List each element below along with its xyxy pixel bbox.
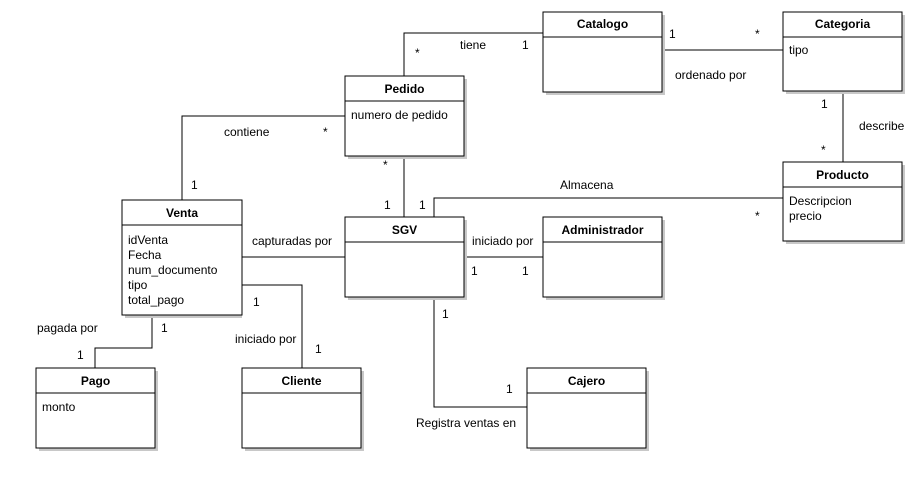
multiplicity: 1 — [315, 342, 322, 356]
class-name: SGV — [392, 223, 417, 237]
class-name: Cliente — [281, 374, 321, 388]
multiplicity: 1 — [253, 295, 260, 309]
class-producto[interactable]: Producto Descripcion precio — [782, 161, 905, 244]
attribute: tipo — [128, 278, 148, 292]
multiplicity: * — [755, 27, 760, 41]
assoc-label-iniciado-por: iniciado por — [235, 332, 296, 346]
assoc-label-pagada-por: pagada por — [37, 321, 98, 335]
class-name: Categoria — [815, 17, 871, 31]
multiplicity: * — [821, 143, 826, 157]
attribute: tipo — [789, 43, 809, 57]
assoc-label-iniciado-por: iniciado por — [472, 234, 533, 248]
multiplicity: 1 — [77, 348, 84, 362]
attribute: monto — [42, 400, 76, 414]
edge-venta-cliente — [242, 284, 303, 368]
edge-venta-pago — [94, 315, 153, 368]
assoc-label-almacena: Almacena — [560, 178, 614, 192]
assoc-label-ordenado-por: ordenado por — [675, 68, 746, 82]
class-sgv[interactable]: SGV — [344, 216, 467, 300]
edge-pedido-catalogo — [403, 32, 543, 76]
attribute: total_pago — [128, 293, 184, 307]
attribute: precio — [789, 209, 822, 223]
edge-pedido-venta — [181, 115, 345, 200]
assoc-label-capturadas-por: capturadas por — [252, 234, 332, 248]
class-pedido[interactable]: Pedido numero de pedido — [344, 75, 467, 159]
assoc-label-tiene: tiene — [460, 38, 486, 52]
multiplicity: 1 — [384, 198, 391, 212]
class-venta[interactable]: Venta idVenta Fecha num_documento tipo t… — [121, 199, 243, 318]
attribute: Descripcion — [789, 194, 852, 208]
multiplicity: 1 — [522, 264, 529, 278]
class-cliente[interactable]: Cliente — [241, 367, 364, 451]
attribute: numero de pedido — [351, 108, 448, 122]
class-pago[interactable]: Pago monto — [35, 367, 158, 451]
multiplicity: 1 — [506, 382, 513, 396]
multiplicity: 1 — [522, 38, 529, 52]
multiplicity: 1 — [442, 307, 449, 321]
assoc-label-describe: describe — [859, 119, 905, 133]
association-lines — [94, 32, 844, 408]
multiplicity: * — [415, 46, 420, 60]
assoc-label-contiene: contiene — [224, 125, 270, 139]
class-name: Cajero — [568, 374, 605, 388]
multiplicity: 1 — [669, 27, 676, 41]
multiplicity: 1 — [419, 198, 426, 212]
multiplicity: 1 — [821, 97, 828, 111]
edge-sgv-producto — [433, 197, 783, 217]
class-name: Catalogo — [577, 17, 628, 31]
association-labels: tiene * 1 ordenado por 1 * describe 1 * … — [37, 27, 905, 430]
class-name: Pedido — [384, 82, 424, 96]
class-catalogo[interactable]: Catalogo — [542, 11, 665, 95]
multiplicity: 1 — [191, 178, 198, 192]
attribute: Fecha — [128, 248, 162, 262]
class-categoria[interactable]: Categoria tipo — [782, 11, 905, 94]
multiplicity: * — [755, 209, 760, 223]
edge-sgv-cajero — [433, 297, 527, 408]
attribute: idVenta — [128, 233, 168, 247]
class-name: Administrador — [561, 223, 643, 237]
multiplicity: 1 — [471, 264, 478, 278]
multiplicity: * — [323, 125, 328, 139]
class-cajero[interactable]: Cajero — [526, 367, 649, 451]
class-administrador[interactable]: Administrador — [542, 216, 665, 300]
assoc-label-registra-ventas-en: Registra ventas en — [416, 416, 516, 430]
multiplicity: * — [383, 158, 388, 172]
class-name: Venta — [166, 206, 198, 220]
attribute: num_documento — [128, 263, 218, 277]
multiplicity: 1 — [161, 321, 168, 335]
class-name: Pago — [81, 374, 110, 388]
class-name: Producto — [816, 168, 869, 182]
